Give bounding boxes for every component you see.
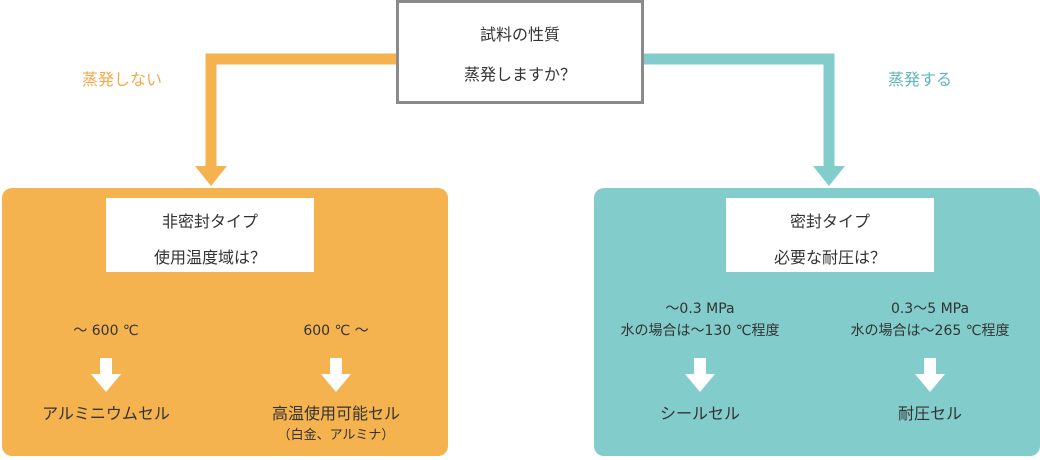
right-connector-arrowhead xyxy=(813,166,845,186)
option-condition-high-temp: 600 ℃ ～ xyxy=(303,323,369,339)
sealed-question: 必要な耐圧は？ xyxy=(773,248,886,267)
right-branch-label: 蒸発する xyxy=(888,70,953,89)
left-branch-label: 蒸発しない xyxy=(82,70,163,89)
option-condition-high-pressure-line1: 0.3～5 MPa xyxy=(890,301,970,317)
sealed-panel: 密封タイプ 必要な耐圧は？ ～0.3 MPa 水の場合は～130 ℃程度 シール… xyxy=(594,188,1040,456)
left-connector-line xyxy=(205,53,396,170)
option-condition-low-pressure: ～0.3 MPa 水の場合は～130 ℃程度 xyxy=(590,298,810,342)
option-condition-low-pressure-line2: 水の場合は～130 ℃程度 xyxy=(620,323,780,339)
down-arrow-icon xyxy=(685,358,715,392)
down-arrow-icon xyxy=(915,358,945,392)
option-result-aluminum-cell: アルミニウムセル xyxy=(42,404,170,423)
left-connector-arrowhead xyxy=(195,166,227,186)
right-connector-line xyxy=(644,53,835,170)
option-result-high-temp-note: （白金、アルミナ） xyxy=(277,428,395,443)
option-result-pressure-cell: 耐圧セル xyxy=(897,404,962,423)
option-condition-high-pressure-line2: 水の場合は～265 ℃程度 xyxy=(850,323,1010,339)
option-result-high-temp-cell: 高温使用可能セル xyxy=(271,404,400,423)
non-sealed-question-box: 非密封タイプ 使用温度域は？ xyxy=(106,198,314,272)
root-question-line2: 蒸発しますか？ xyxy=(463,65,576,84)
sealed-question-box: 密封タイプ 必要な耐圧は？ xyxy=(726,198,934,272)
down-arrow-icon xyxy=(321,358,351,392)
option-condition-low-temp: ～ 600 ℃ xyxy=(73,323,139,339)
non-sealed-title: 非密封タイプ xyxy=(161,212,258,231)
option-result-seal-cell: シールセル xyxy=(659,404,740,423)
down-arrow-icon xyxy=(91,358,121,392)
non-sealed-question: 使用温度域は？ xyxy=(153,248,266,267)
option-condition-low-pressure-line1: ～0.3 MPa xyxy=(665,301,735,317)
non-sealed-panel: 非密封タイプ 使用温度域は？ ～ 600 ℃ アルミニウムセル 600 ℃ ～ … xyxy=(2,188,448,456)
root-question-box: 試料の性質 蒸発しますか？ xyxy=(396,0,644,104)
sealed-title: 密封タイプ xyxy=(789,212,870,231)
option-condition-high-pressure: 0.3～5 MPa 水の場合は～265 ℃程度 xyxy=(820,298,1040,342)
root-question-line1: 試料の性質 xyxy=(479,25,560,44)
